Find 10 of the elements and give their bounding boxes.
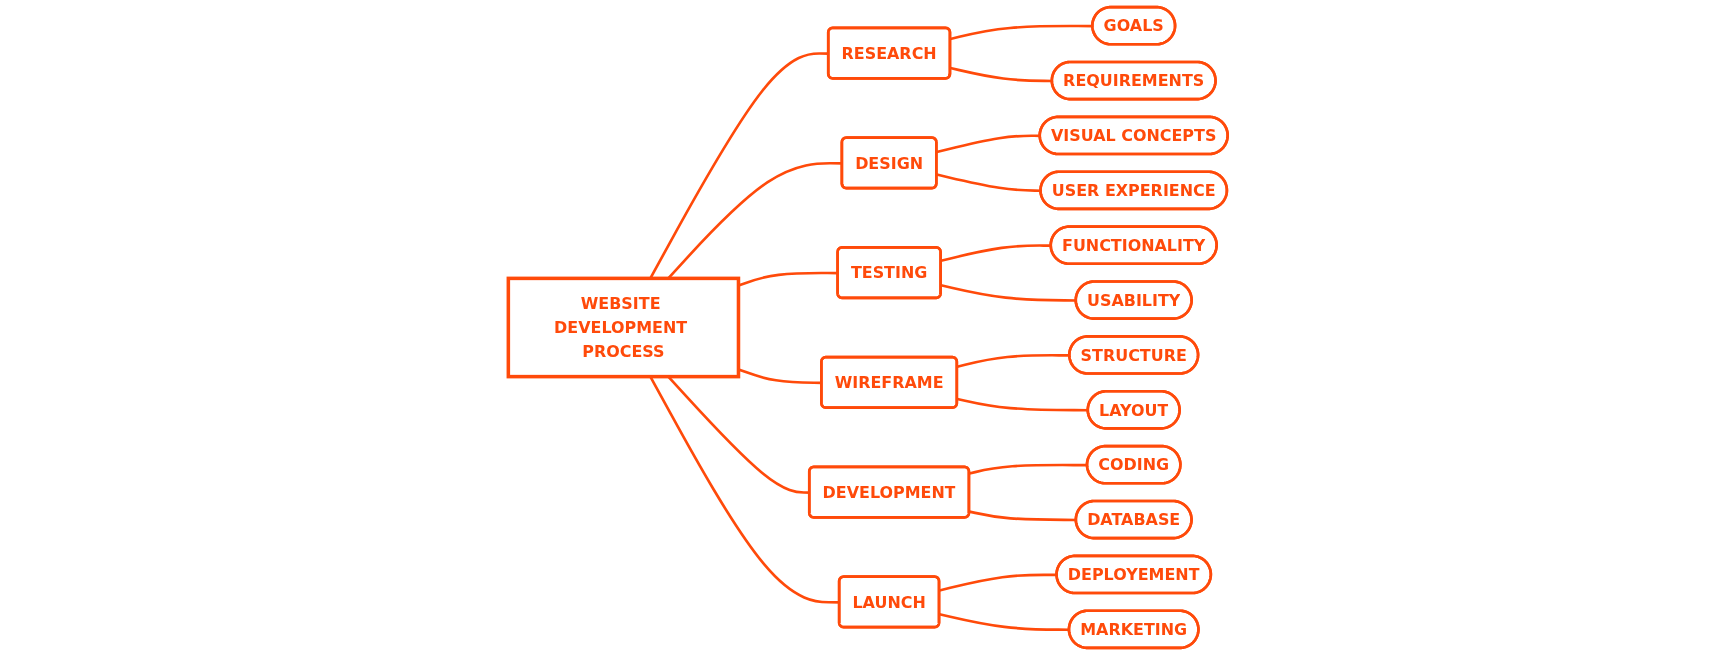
connector [969,463,1088,475]
connector [939,612,1070,632]
connector [936,173,1041,193]
connector [956,353,1070,368]
connector [950,24,1093,41]
connector [649,52,829,279]
connector [969,510,1077,522]
connector [649,376,840,604]
connector [939,573,1057,592]
node-box: WEBSITE DEVELOPMENT PROCESS [506,276,741,379]
